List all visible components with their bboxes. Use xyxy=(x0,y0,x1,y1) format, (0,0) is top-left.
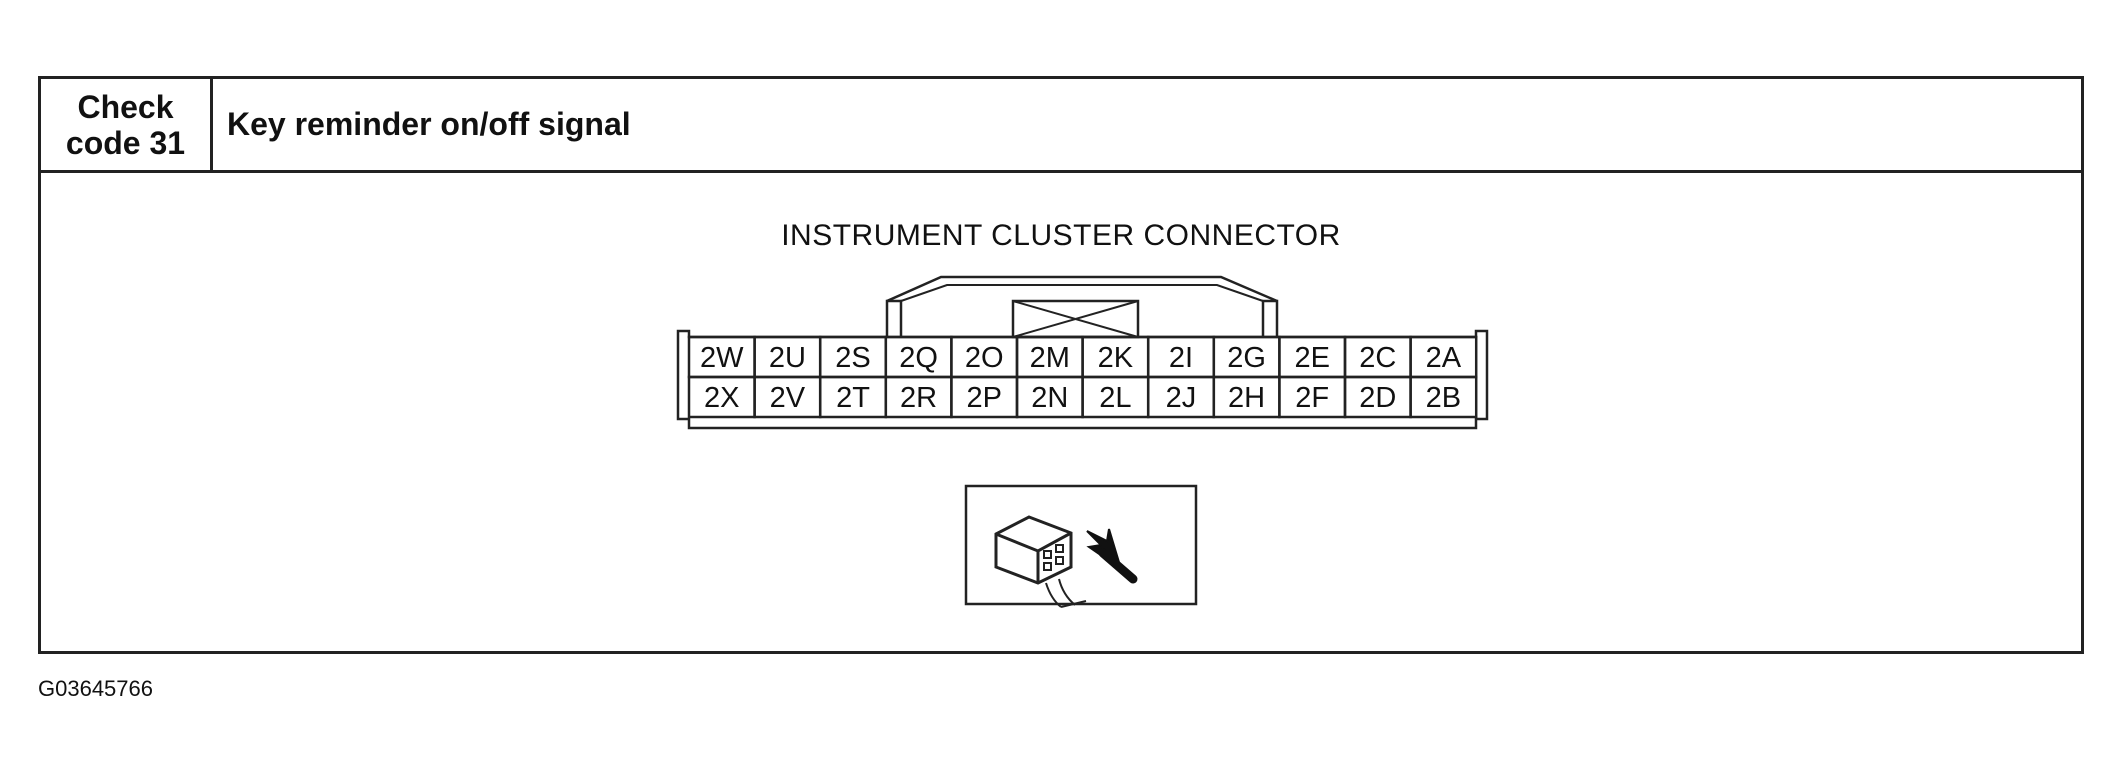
latch-bridge-outer xyxy=(886,275,1278,303)
table-header-row: Check code 31 Key reminder on/off signal xyxy=(41,79,2081,173)
pin-label: 2E xyxy=(1294,342,1329,374)
pin-label: 2Q xyxy=(899,342,938,374)
pin-label: 2F xyxy=(1295,382,1329,414)
figure-id: G03645766 xyxy=(38,676,153,701)
connector-diagram: 2W 2U 2S 2Q 2O 2M 2K 2I 2G 2E 2C 2A 2X 2V 2T 2R 2P 2N 2L 2J… xyxy=(676,275,1489,608)
check-code-table: Check code 31 Key reminder on/off signal… xyxy=(38,76,2084,654)
pin-label: 2D xyxy=(1359,382,1396,414)
connector-title: INSTRUMENT CLUSTER CONNECTOR xyxy=(781,219,1341,252)
pin-grid: 2W 2U 2S 2Q 2O 2M 2K 2I 2G 2E 2C 2A 2X 2V 2T 2R 2P 2N 2L 2J… xyxy=(687,335,1478,419)
pin-label: 2O xyxy=(965,342,1004,374)
pin-label: 2K xyxy=(1098,342,1134,374)
pin-label: 2R xyxy=(900,382,937,414)
check-code-label: Check xyxy=(77,88,174,125)
check-code-number: code 31 xyxy=(65,124,186,161)
pin-label: 2C xyxy=(1359,342,1396,374)
pin-label: 2S xyxy=(835,342,870,374)
pin-label: 2G xyxy=(1227,342,1266,374)
pin-cell xyxy=(1409,375,1478,419)
check-title: Key reminder on/off signal xyxy=(227,106,631,142)
pin-label: 2A xyxy=(1426,342,1462,374)
pin-label: 2I xyxy=(1169,342,1193,374)
check-title-cell: Key reminder on/off signal xyxy=(213,79,2081,170)
pin-label: 2H xyxy=(1228,382,1265,414)
keying-block xyxy=(1011,299,1140,339)
latch-right-tab xyxy=(1261,299,1279,337)
check-code-cell: Check code 31 xyxy=(41,79,213,170)
pin-label: 2V xyxy=(770,382,806,414)
pin-label: 2J xyxy=(1166,382,1197,414)
pin-label: 2T xyxy=(836,382,870,414)
pin-label: 2B xyxy=(1426,382,1461,414)
pin-label: 2X xyxy=(704,382,739,414)
pin-label: 2W xyxy=(700,342,744,374)
pin-label: 2M xyxy=(1030,342,1070,374)
pin-label: 2U xyxy=(769,342,806,374)
latch-left-tab xyxy=(885,299,903,337)
latch-bridge-inner xyxy=(900,284,1264,302)
pin-label: 2P xyxy=(966,382,1001,414)
pin-label: 2L xyxy=(1099,382,1131,414)
connector-probe-icon xyxy=(964,484,1198,608)
pin-label: 2N xyxy=(1031,382,1068,414)
